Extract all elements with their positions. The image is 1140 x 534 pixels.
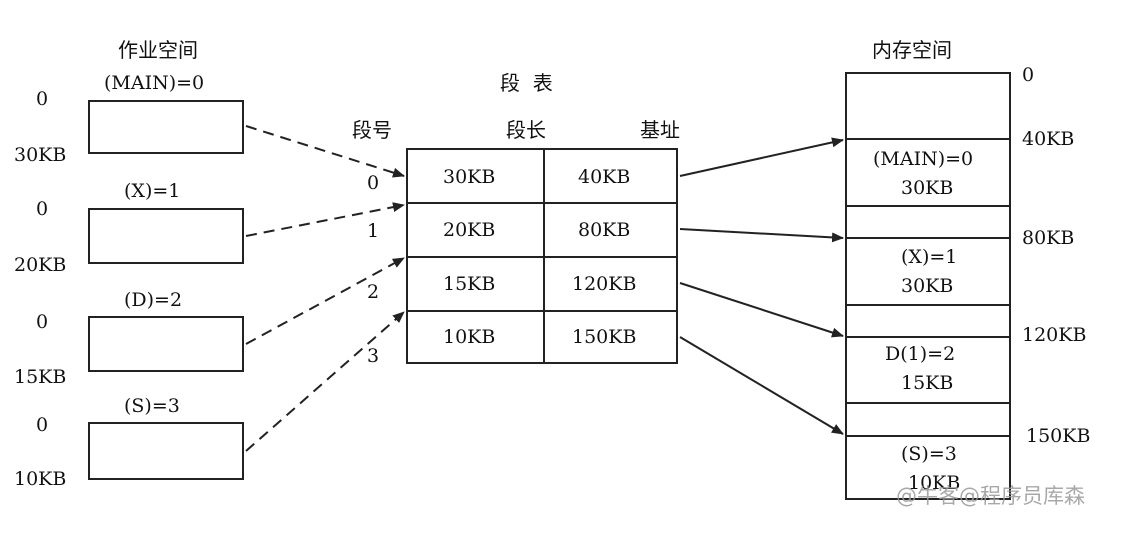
header-segment-number: 段号 bbox=[352, 118, 392, 142]
table-to-memory-arrow-3 bbox=[679, 336, 844, 435]
memory-divider bbox=[845, 402, 1011, 404]
header-base-address: 基址 bbox=[640, 118, 680, 142]
row-base-2: 120KB bbox=[572, 273, 637, 295]
memory-block-d-size: 15KB bbox=[901, 372, 954, 394]
segment-d-start: 0 bbox=[36, 311, 49, 333]
row-length-3: 10KB bbox=[443, 326, 496, 348]
table-to-memory-arrow-2 bbox=[679, 282, 844, 338]
row-base-3: 150KB bbox=[572, 326, 637, 348]
memory-divider bbox=[845, 205, 1011, 207]
memory-address-80kb: 80KB bbox=[1022, 227, 1075, 249]
watermark: @牛客@程序员库森 bbox=[896, 484, 1085, 508]
job-space-title: 作业空间 bbox=[118, 38, 198, 62]
memory-block-d-name: D(1)=2 bbox=[885, 343, 956, 365]
segment-d-end: 15KB bbox=[14, 366, 67, 388]
job-to-table-arrow-0 bbox=[245, 125, 405, 178]
segment-x-end: 20KB bbox=[14, 254, 67, 276]
memory-divider bbox=[845, 138, 1011, 140]
segment-x-label: (X)=1 bbox=[124, 180, 181, 202]
segment-s-start: 0 bbox=[36, 414, 49, 436]
segment-main-start: 0 bbox=[36, 88, 49, 110]
memory-block-x-size: 30KB bbox=[901, 275, 954, 297]
row-length-0: 30KB bbox=[443, 166, 496, 188]
row-number-0: 0 bbox=[367, 172, 380, 194]
segment-table-title: 段 表 bbox=[500, 71, 553, 95]
memory-address-120kb: 120KB bbox=[1022, 324, 1087, 346]
row-length-1: 20KB bbox=[443, 219, 496, 241]
segment-s-end: 10KB bbox=[14, 468, 67, 490]
segment-x-start: 0 bbox=[36, 198, 49, 220]
job-to-table-arrow-2 bbox=[245, 257, 405, 345]
job-segment-main-box bbox=[88, 100, 244, 154]
segment-main-label: (MAIN)=0 bbox=[104, 72, 205, 94]
segment-table-row-divider bbox=[406, 310, 678, 312]
segment-main-end: 30KB bbox=[14, 144, 67, 166]
memory-block-main-name: (MAIN)=0 bbox=[873, 148, 974, 170]
job-segment-s-box bbox=[88, 422, 244, 480]
row-length-2: 15KB bbox=[443, 273, 496, 295]
header-segment-length: 段长 bbox=[506, 118, 546, 142]
segment-s-label: (S)=3 bbox=[124, 395, 180, 417]
table-to-memory-arrow-1 bbox=[679, 228, 844, 243]
memory-divider bbox=[845, 237, 1011, 239]
memory-block-main-size: 30KB bbox=[901, 177, 954, 199]
memory-address-150kb: 150KB bbox=[1026, 425, 1091, 447]
row-number-2: 2 bbox=[367, 281, 380, 303]
segment-table-row-divider bbox=[406, 202, 678, 204]
segment-table-row-divider bbox=[406, 256, 678, 258]
job-to-table-arrow-1 bbox=[245, 202, 405, 237]
memory-divider bbox=[845, 435, 1011, 437]
memory-space-title: 内存空间 bbox=[872, 38, 952, 62]
memory-block-x-name: (X)=1 bbox=[901, 246, 958, 268]
memory-divider bbox=[845, 336, 1011, 338]
row-number-3: 3 bbox=[367, 345, 380, 367]
segment-d-label: (D)=2 bbox=[124, 289, 183, 311]
job-segment-x-box bbox=[88, 208, 244, 264]
row-base-1: 80KB bbox=[578, 219, 631, 241]
row-number-1: 1 bbox=[367, 220, 380, 242]
job-segment-d-box bbox=[88, 316, 244, 372]
table-to-memory-arrow-0 bbox=[679, 137, 844, 177]
job-to-table-arrow-3 bbox=[245, 311, 405, 452]
memory-block-s-name: (S)=3 bbox=[901, 443, 957, 465]
memory-column bbox=[845, 72, 1011, 500]
memory-block-s-size: 10KB bbox=[908, 472, 961, 494]
memory-address-0: 0 bbox=[1022, 64, 1035, 86]
row-base-0: 40KB bbox=[578, 166, 631, 188]
memory-divider bbox=[845, 304, 1011, 306]
memory-address-40kb: 40KB bbox=[1022, 128, 1075, 150]
